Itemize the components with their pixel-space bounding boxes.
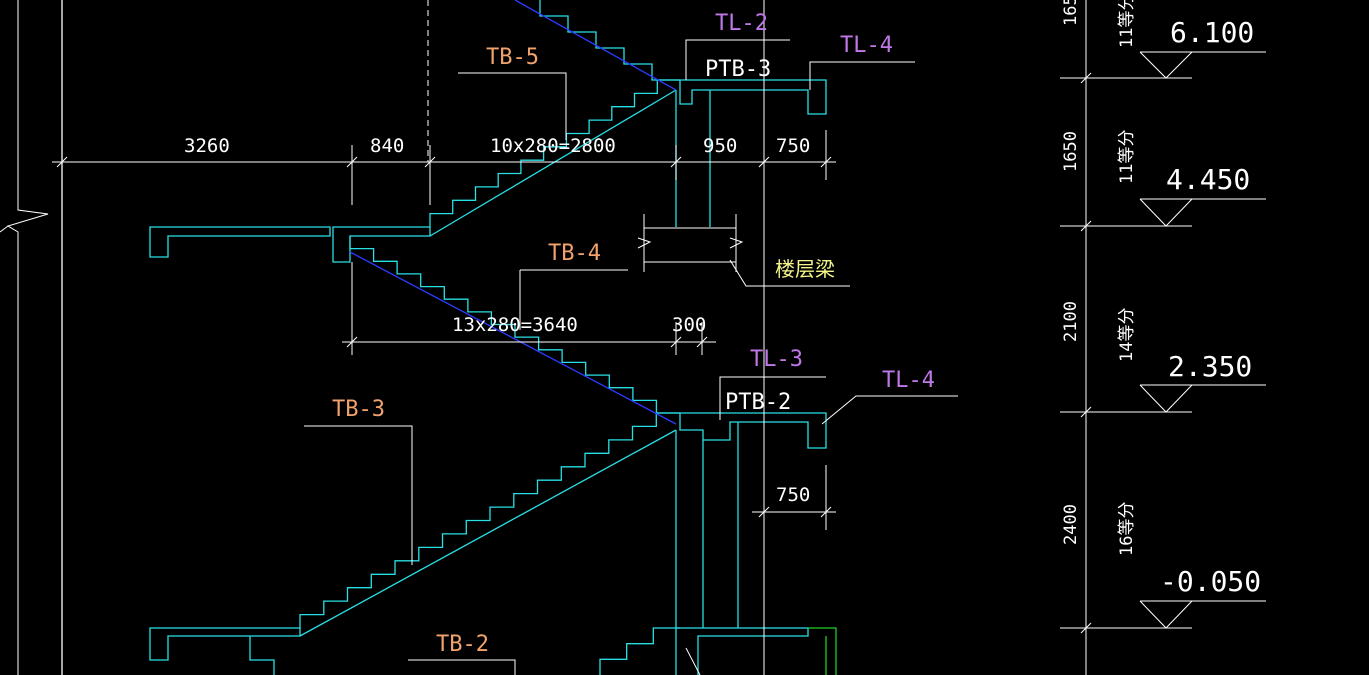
dim-3260: 3260 [184,135,230,157]
break-line-tail [0,225,9,233]
upper-landing-left [149,226,331,258]
div-11-top: 11等分 [1117,0,1137,48]
flight-tb4-soffit [349,251,677,425]
dim-13x280: 13x280=3640 [452,314,578,336]
leader-floor-beam [729,259,850,287]
elevation-mark-2350 [1139,384,1266,413]
vertical-dim-texts: 1650 1650 2100 2400 [1061,0,1081,545]
flight-tb3-soffit [299,429,677,637]
flight-tb5-steps [429,79,680,227]
vdim-2100: 2100 [1061,301,1081,342]
vdim-1650-top: 1650 [1061,0,1081,26]
division-texts: 11等分 11等分 14等分 16等分 [1117,0,1137,556]
dimension-lines [0,0,1266,675]
label-tb4[interactable]: TB-4 [548,241,601,266]
label-tl4-lower[interactable]: TL-4 [882,368,935,393]
elevation-2350: 2.350 [1168,350,1252,383]
flight-top-steps [539,0,680,81]
dim-750-lower: 750 [776,484,810,506]
leader-tl2 [685,39,790,80]
elevation-6100: 6.100 [1170,16,1254,49]
label-tl3[interactable]: TL-3 [750,347,803,372]
dim-750-upper: 750 [776,135,810,157]
green-frame [808,627,837,675]
div-16: 16等分 [1117,502,1137,556]
label-tl2[interactable]: TL-2 [715,11,768,36]
component-labels: TB-5 TB-4 TB-3 TB-2 TL-2 TL-4 TL-3 TL-4 … [332,11,935,657]
label-ptb2[interactable]: PTB-2 [725,390,791,415]
break-line [6,0,49,675]
landing-ptb2 [679,412,827,449]
flight-tb2-steps [599,627,680,675]
flight-tb5-soffit [429,89,677,237]
elevation-mark-4450 [1139,198,1266,227]
vdim-2400: 2400 [1061,504,1081,545]
leader-tb3 [304,425,413,565]
leader-tl3 [719,376,826,420]
flight-tb3-steps [299,412,680,628]
stair-structure [61,0,827,675]
div-14: 14等分 [1117,308,1137,362]
label-floor-beam[interactable]: 楼层梁 [775,257,835,281]
upper-landing-mid [332,226,431,263]
elevation-neg0050: -0.050 [1160,565,1261,598]
elevation-texts: 6.100 4.450 2.350 -0.050 [1160,16,1261,598]
div-11-mid: 11等分 [1117,130,1137,184]
elevation-mark-neg0050 [1139,600,1266,629]
dimension-texts: 3260 840 10x280=2800 950 750 13x280=3640… [184,135,810,506]
bottom-landing-mid [249,636,275,675]
landing-ptb3 [679,79,827,115]
leader-tb4 [519,269,628,330]
dim-950: 950 [703,135,737,157]
leader-tl4b [821,395,958,425]
label-tb5[interactable]: TB-5 [486,45,539,70]
elevation-4450: 4.450 [1166,163,1250,196]
flight-top-soffit [514,0,677,91]
dim-10x280: 10x280=2800 [490,135,616,157]
leader-tb5 [458,72,567,140]
leader-tl4a [809,61,915,90]
elevation-mark-6100 [1139,51,1266,79]
dim-300: 300 [672,314,706,336]
floor-beam-breaks [637,237,744,249]
bottom-landing-left [149,627,301,661]
leader-bottom [685,647,701,675]
dim-840: 840 [370,135,404,157]
vdim-1650-mid: 1650 [1061,131,1081,172]
label-tl4-upper[interactable]: TL-4 [840,33,893,58]
label-tb2[interactable]: TB-2 [436,632,489,657]
label-ptb3[interactable]: PTB-3 [705,57,771,82]
floor-beam-section [643,214,737,272]
leader-tb2 [408,659,516,675]
label-tb3[interactable]: TB-3 [332,397,385,422]
blue-soffit-lines [349,0,677,425]
flight-tb4-steps [349,236,680,414]
